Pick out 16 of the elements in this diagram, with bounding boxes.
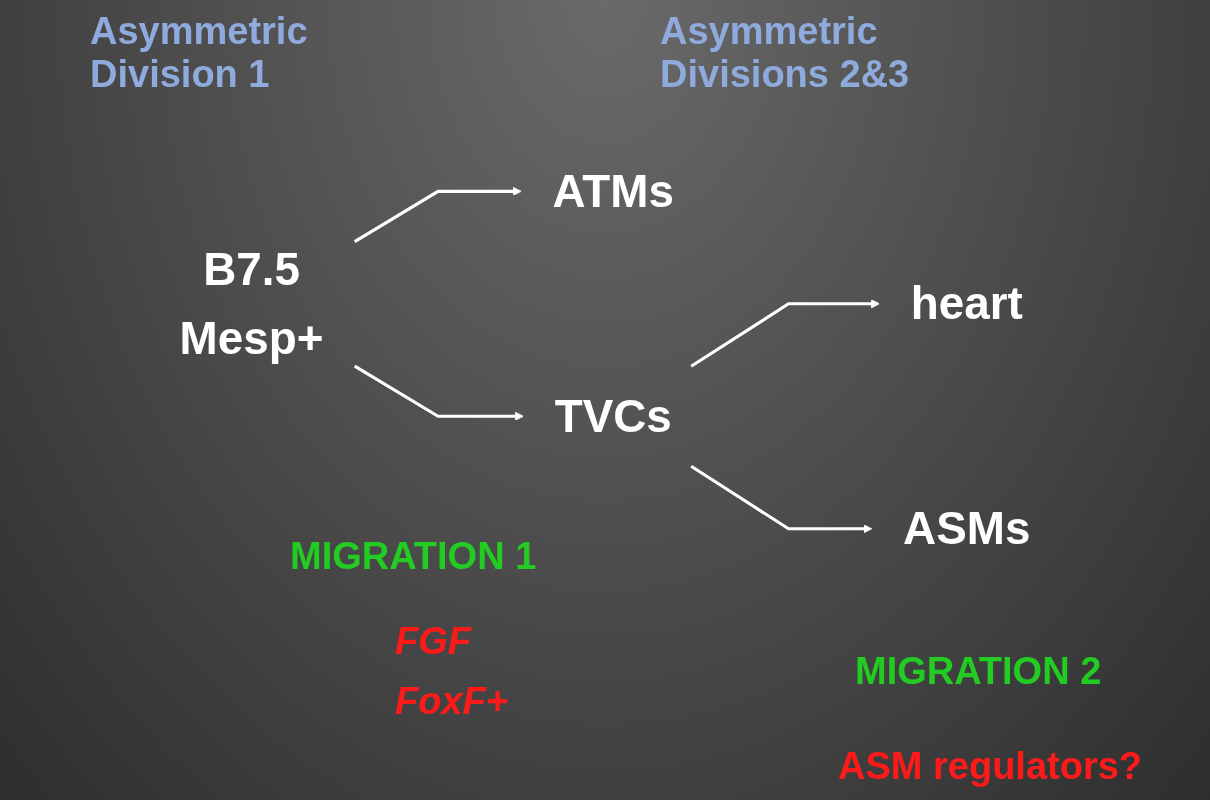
- node-text: ASMs: [903, 502, 1031, 554]
- gene-label: FGF: [395, 620, 471, 663]
- node-text: B7.5: [203, 243, 300, 295]
- arrow: [353, 186, 522, 243]
- node-text: ATMs: [552, 165, 674, 217]
- arrow: [353, 364, 524, 421]
- node-text: TVCs: [554, 390, 672, 442]
- division-heading: Asymmetric Divisions 2&3: [660, 10, 911, 96]
- arrow: [690, 299, 880, 368]
- gene-label: FoxF+: [395, 680, 508, 723]
- stage-label: MIGRATION 1: [290, 535, 537, 578]
- gene-label: ASM regulators?: [838, 745, 1143, 788]
- arrow: [690, 464, 873, 534]
- node-text: heart: [910, 277, 1023, 329]
- division-heading: Asymmetric Division 1: [90, 10, 309, 96]
- stage-label: MIGRATION 2: [855, 650, 1102, 693]
